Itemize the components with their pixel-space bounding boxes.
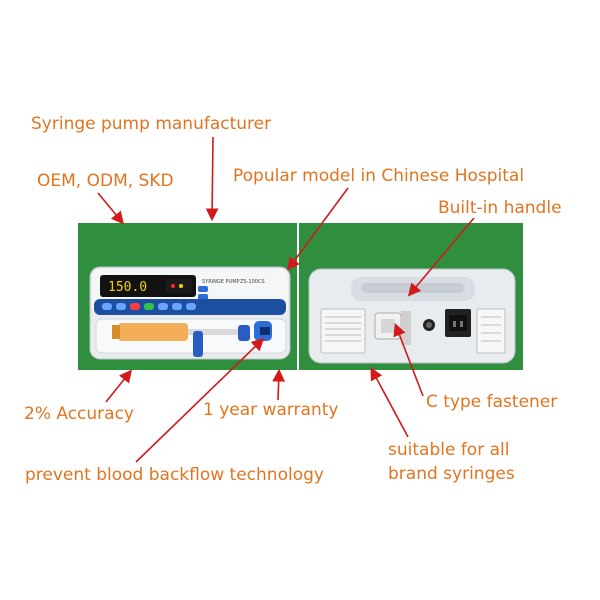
pump-rear-illustration (308, 268, 516, 364)
label-backflow: prevent blood backflow technology (25, 465, 324, 485)
label-popular-model: Popular model in Chinese Hospital (233, 166, 525, 186)
pump-rear-photo (299, 223, 523, 370)
pump-model-text: ZS-100CS (240, 279, 265, 285)
arrow-warranty (272, 368, 286, 401)
label-built-in-handle: Built-in handle (438, 198, 562, 218)
label-oem: OEM, ODM, SKD (37, 171, 174, 191)
arrow-manufacturer (205, 136, 219, 222)
arrow-oem (97, 192, 125, 225)
label-suitable-line1: suitable for all (388, 440, 510, 460)
pump-brand-text: SYRINGE PUMP (202, 279, 240, 285)
label-warranty: 1 year warranty (203, 400, 339, 420)
arrow-suitable (370, 367, 409, 438)
plunger-clamp (193, 331, 203, 357)
pump-front-photo: 150.0 SYRINGE PUMP ZS-100CS (78, 223, 297, 370)
arrow-accuracy (105, 369, 132, 403)
label-suitable-line2: brand syringes (388, 464, 515, 484)
label-accuracy: 2% Accuracy (24, 404, 134, 424)
label-manufacturer: Syringe pump manufacturer (31, 114, 272, 134)
pump-display-value: 150.0 (108, 280, 147, 295)
c-type-fastener (401, 311, 411, 345)
pump-front-illustration: 150.0 SYRINGE PUMP ZS-100CS (89, 266, 291, 360)
label-c-type-fastener: C type fastener (426, 392, 558, 412)
syringe-barrel (118, 323, 188, 341)
